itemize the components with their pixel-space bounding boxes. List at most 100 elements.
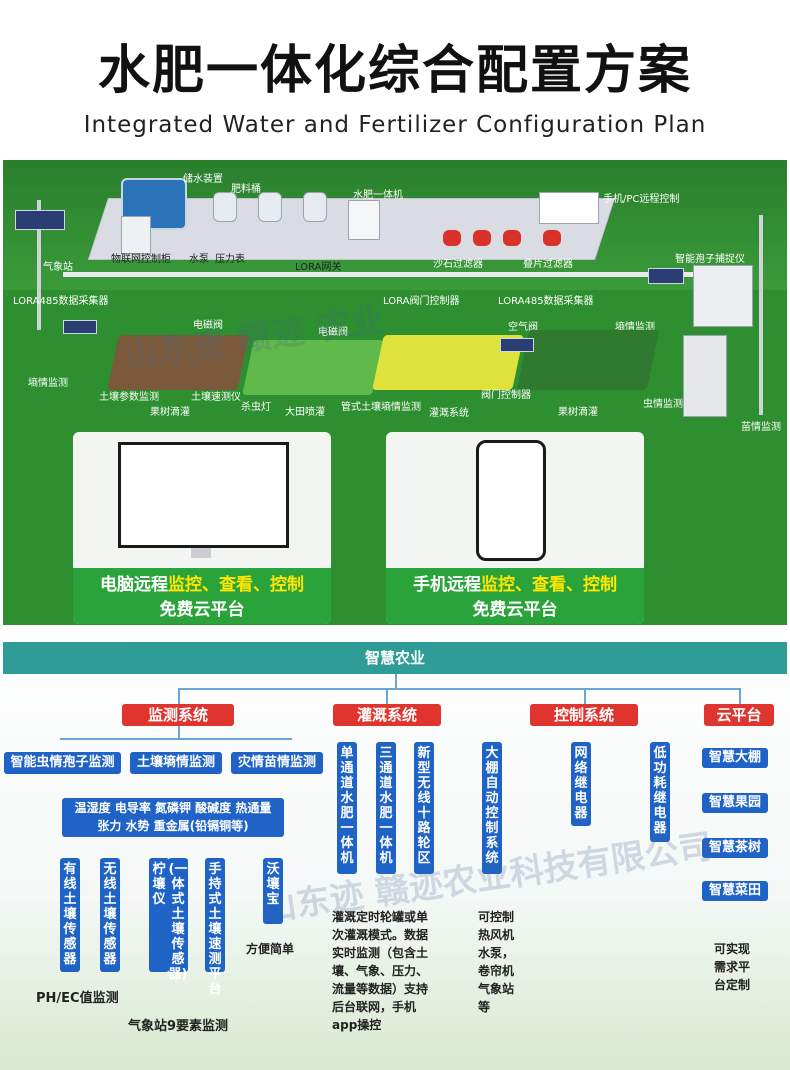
solar-panel [63,320,97,334]
main-pipe [63,272,753,277]
monitor-item-disaster: 灾情苗情监测 [231,752,323,774]
control-note: 可控制 热风机 水泵， 卷帘机 气象站 等 [478,910,515,1014]
sensor-wired: 有线土壤传感器 [60,858,80,972]
pc-caption-bg [73,568,331,624]
label-soil-speed: 土壤速测仪 [191,392,241,403]
sand-filter [503,230,521,246]
disc-filter [543,230,561,246]
label-spore: 智能孢子捕捉仪 [675,254,745,265]
connector [60,738,292,740]
irrigation-single: 单通道水肥一体机 [337,742,357,874]
soil-params-line2: 张力 水势 重金属(铅镉铜等) [97,819,249,833]
sand-filter [443,230,461,246]
cloud-tea: 智慧茶树 [702,838,768,858]
label-solenoid-a: 电磁阀 [193,320,223,331]
connector [178,688,740,690]
connector [386,688,388,704]
pc-monitor [539,192,599,224]
solar-panel [15,210,65,230]
label-field-spray: 大田喷灌 [285,407,325,418]
solar-panel [648,268,684,284]
label-lora485-a: LORA485数据采集器 [13,296,109,307]
fertilizer-bucket [213,192,237,222]
irrigation-note: 灌溉定时轮罐或单 次灌溉模式。数据 实时监测（包含土 壤、气象、压力、 流量等数… [332,910,429,1032]
label-tube-soil: 管式土壤墒情监测 [341,402,421,413]
fertilizer-bucket [303,192,327,222]
label-irrigation: 灌溉系统 [429,408,469,419]
connector [739,688,741,704]
phone-screen [476,440,546,561]
pc-stand [191,548,211,558]
pc-screen [118,442,289,548]
pc-caption-line2: 免费云平台 [159,600,245,620]
system-monitor: 监测系统 [122,704,234,726]
soil-params: 温湿度 电导率 氮磷钾 酸碱度 热通量 张力 水势 重金属(铅镉铜等) [62,798,284,837]
connector [395,674,397,688]
soil-params-line1: 温湿度 电导率 氮磷钾 酸碱度 热通量 [74,801,272,815]
sand-filter [473,230,491,246]
note-easy: 方便简单 [246,942,295,956]
cloud-note: 可实现 需求平 台定制 [714,942,751,992]
system-irrigation: 灌溉系统 [333,704,441,726]
mobile-caption-line1: 手机远程监控、查看、控制 [413,575,617,595]
label-pump: 水泵 [189,254,209,265]
label-pest: 虫情监测 [643,399,683,410]
note-ph-ec: PH/EC值监测 [36,991,119,1006]
cloud-orchard: 智慧果园 [702,793,768,813]
label-disc-filter: 叠片过滤器 [523,259,573,270]
label-pressure: 压力表 [215,254,245,265]
control-greenhouse: 大棚自动控制系统 [482,742,502,874]
label-lora-valve: LORA阀门控制器 [383,296,460,307]
label-valve-ctrl: 阀门控制器 [481,390,531,401]
monitor-item-soil: 土壤墒情监测 [130,752,222,774]
solar-panel [500,338,534,352]
label-solenoid-b: 电磁阀 [318,327,348,338]
control-relay: 网络继电器 [571,742,591,826]
label-soil-param: 土壤参数监测 [99,392,159,403]
cloud-greenhouse: 智慧大棚 [702,748,768,768]
pest-monitor [683,335,727,417]
wf-machine [348,200,380,240]
label-sand-filter: 沙石过滤器 [433,259,483,270]
system-control: 控制系统 [530,704,638,726]
label-storage: 储水装置 [183,174,223,185]
label-moisture-left: 墒情监测 [28,378,68,389]
label-weather: 气象站 [43,262,73,273]
connector [178,688,180,704]
label-moisture-top: 墒情监测 [615,322,655,333]
sensor-ningrang: 柠壤仪 [149,858,169,972]
page-title: 水肥一体化综合配置方案 [97,41,692,101]
label-orchard-drip2: 果树滴灌 [558,407,598,418]
mobile-caption-line2: 免费云平台 [472,600,558,620]
pc-caption-line1: 电脑远程监控、查看、控制 [100,575,304,595]
sensor-integrated: (一体式土壤传感器) [168,858,188,982]
label-iot-cabinet: 物联网控制柜 [111,254,171,265]
sensor-handheld: 手持式土壤速测平台 [205,858,225,997]
mobile-card: 手机远程监控、查看、控制 免费云平台 [386,432,644,624]
connector [178,726,180,738]
sensor-worangbao: 沃壤宝 [263,858,283,924]
weather-pole [37,200,41,330]
label-remote: 手机/PC远程控制 [603,194,680,205]
fertilizer-bucket [258,192,282,222]
spore-trap [693,265,753,327]
label-wf-machine: 水肥一体机 [353,190,403,201]
system-cloud: 云平台 [704,704,774,726]
cloud-vegetable: 智慧菜田 [702,881,768,901]
sensor-wireless: 无线土壤传感器 [100,858,120,972]
label-lora-gw: LORA网关 [295,262,342,273]
label-orchard-drip: 果树滴灌 [150,407,190,418]
pc-card: 电脑远程监控、查看、控制 免费云平台 [73,432,331,624]
label-fertilizer-bucket: 肥料桶 [231,184,261,195]
monitor-item-spore: 智能虫情孢子监测 [4,752,121,774]
header-bar: 智慧农业 [3,642,787,674]
page-subtitle: Integrated Water and Fertilizer Configur… [83,112,707,138]
iot-cabinet [121,216,151,254]
connector [584,688,586,704]
label-insect-lamp: 杀虫灯 [241,402,271,413]
tree-field [516,330,660,390]
label-air-valve: 空气阀 [508,322,538,333]
label-lora485-b: LORA485数据采集器 [498,296,594,307]
system-scene: 储水装置 肥料桶 水肥一体机 手机/PC远程控制 气象站 物联网控制柜 水泵 压… [3,160,787,625]
mobile-caption-bg [386,568,644,624]
